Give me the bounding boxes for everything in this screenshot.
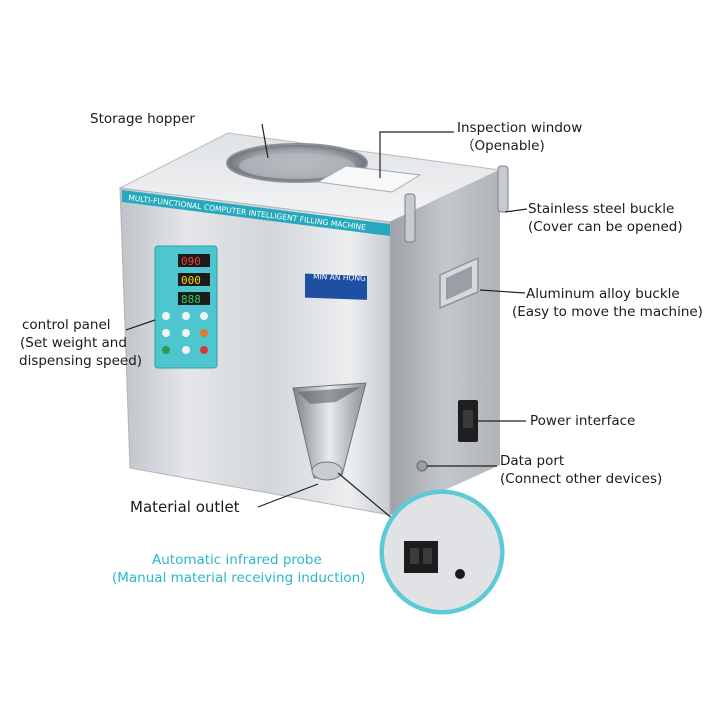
display-2: 000	[181, 274, 201, 287]
infrared-probe-inset	[379, 489, 505, 615]
brand-plate	[305, 273, 367, 300]
material-outlet-label: Material outlet	[130, 498, 240, 516]
control-panel-label: control panel (Set weight and dispensing…	[19, 317, 143, 369]
brand-text: MIN AN HONG	[313, 272, 366, 283]
banner-strip	[122, 190, 390, 236]
storage-hopper-label: Storage hopper	[90, 111, 195, 127]
panel-buttons	[162, 312, 208, 354]
alloy-buckle-label: Aluminum alloy buckle (Easy to move the …	[512, 286, 703, 320]
right-buckle	[497, 165, 509, 213]
left-buckle	[404, 193, 416, 243]
data-port-label: Data port (Connect other devices)	[500, 453, 663, 487]
data-port	[416, 460, 428, 472]
infrared-probe-label: Automatic infrared probe (Manual materia…	[112, 552, 366, 586]
display-1: 090	[181, 255, 201, 268]
leader-lines	[125, 123, 528, 526]
buckle-label: Stainless steel buckle (Cover can be ope…	[528, 201, 683, 235]
inspection-window-label: Inspection window （Openable)	[457, 120, 583, 154]
inspection-window	[316, 165, 422, 193]
display-3: 888	[181, 293, 201, 306]
infrared-probe-sensor	[404, 541, 438, 573]
power-interface-label: Power interface	[530, 413, 636, 429]
material-outlet-chute	[292, 382, 367, 479]
